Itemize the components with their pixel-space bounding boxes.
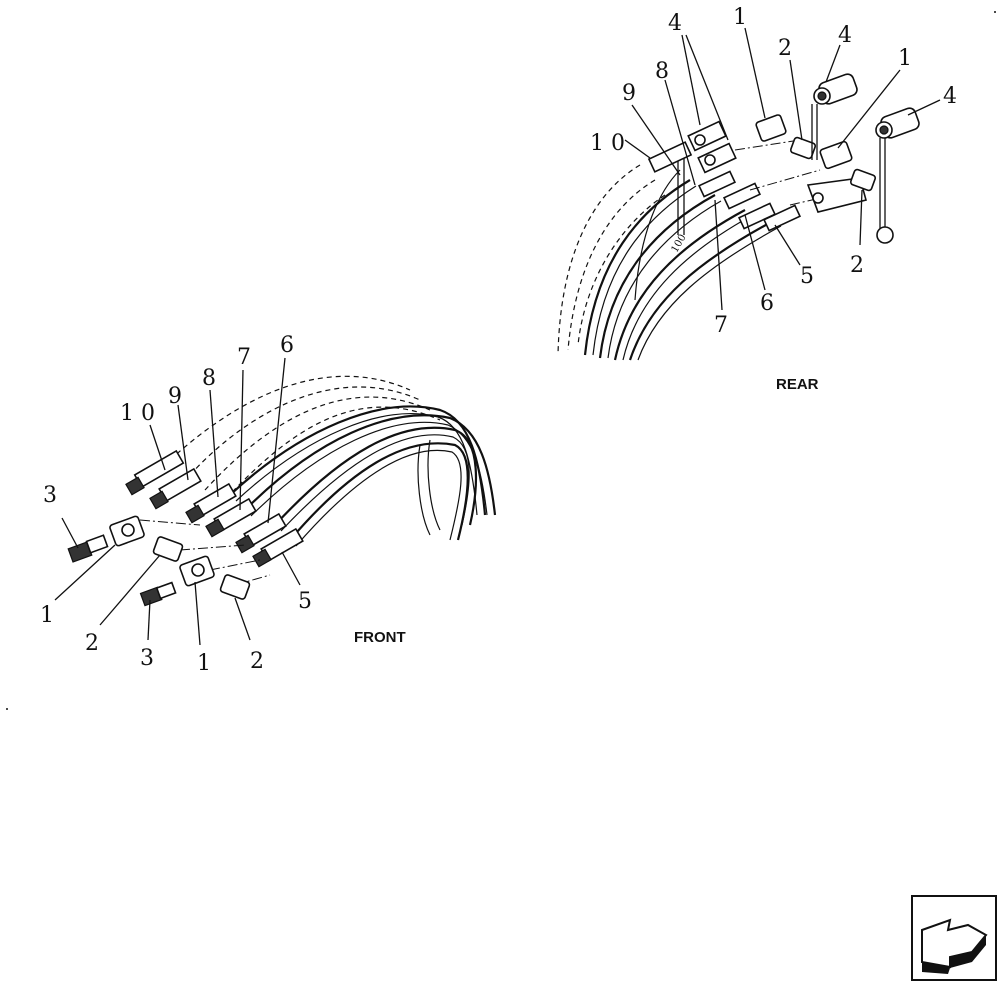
rear-hose-6 xyxy=(613,209,746,361)
hose-end-7 xyxy=(205,497,257,538)
rear-caption: REAR xyxy=(776,376,819,393)
rear-fitting-2-upper xyxy=(789,136,817,160)
rear-fitting-4-top xyxy=(813,73,858,105)
rear-callout-1-b: 1 xyxy=(898,46,912,71)
rear-callout-4-a: 4 xyxy=(668,11,682,36)
rear-fitting-2-lower xyxy=(849,168,877,192)
rear-hose-end-10 xyxy=(647,141,693,173)
rear-callout-1-a: 1 xyxy=(733,5,747,30)
rear-hose-end-5a xyxy=(737,202,777,230)
front-callout-6: 6 xyxy=(280,333,294,358)
front-callout-3-lower: 3 xyxy=(140,646,154,671)
front-callout-10: 1 0 xyxy=(120,401,155,426)
rear-callout-5: 5 xyxy=(800,264,814,289)
fitting-1-lower xyxy=(179,555,215,587)
rear-view: 100 xyxy=(557,5,957,393)
hose-5 xyxy=(289,442,469,541)
rear-callout-7: 7 xyxy=(714,313,728,338)
rear-callout-8: 8 xyxy=(655,59,669,84)
rear-callout-4-c: 4 xyxy=(943,84,957,109)
rear-hose-8 xyxy=(583,179,691,356)
rear-hose-5 xyxy=(628,219,776,361)
back-arrow-icon[interactable] xyxy=(911,895,997,981)
fitting-2-upper xyxy=(152,536,184,562)
rear-callout-2-a: 2 xyxy=(778,36,792,61)
rear-hose-end-7 xyxy=(697,170,737,198)
fitting-3-upper xyxy=(67,534,109,563)
rear-hose-end-9 xyxy=(687,120,727,152)
rear-callout-4-b: 4 xyxy=(838,23,852,48)
fitting-3-lower xyxy=(139,581,177,607)
fitting-2-lower xyxy=(219,574,251,600)
rear-fitting-1-lower xyxy=(819,140,853,170)
front-callout-2-lower: 2 xyxy=(250,649,264,674)
rear-callout-9: 9 xyxy=(622,81,636,106)
front-callout-1-lower: 1 xyxy=(197,651,211,676)
rear-callout-10: 1 0 xyxy=(590,131,625,156)
rear-hose-end-6 xyxy=(722,182,762,210)
fitting-1-upper xyxy=(109,515,145,547)
front-callout-8: 8 xyxy=(202,366,216,391)
rear-callout-6: 6 xyxy=(760,291,774,316)
rear-fitting-4-right xyxy=(875,107,920,139)
rear-hose-end-8 xyxy=(697,142,737,174)
hose-end-9 xyxy=(149,467,202,510)
hose-6 xyxy=(274,426,477,526)
front-view: 1 0 9 8 7 6 5 3 1 2 3 1 2 FRONT xyxy=(40,333,497,676)
front-callout-5: 5 xyxy=(298,589,312,614)
front-callout-1-upper: 1 xyxy=(40,603,54,628)
rear-fitting-1-upper xyxy=(755,114,787,142)
hose-end-8 xyxy=(185,482,237,524)
front-callout-2-upper: 2 xyxy=(85,631,99,656)
rear-mounting-bracket xyxy=(806,177,867,213)
front-callout-9: 9 xyxy=(168,384,182,409)
hose-7 xyxy=(244,414,497,516)
front-callout-7: 7 xyxy=(237,345,251,370)
hose-end-6 xyxy=(235,512,287,554)
rear-hose-end-5b xyxy=(762,204,802,232)
front-caption: FRONT xyxy=(354,629,406,646)
hose-end-5 xyxy=(252,527,304,568)
rear-callout-2-b: 2 xyxy=(850,253,864,278)
hose-end-10 xyxy=(125,449,185,496)
front-callout-3-upper: 3 xyxy=(43,483,57,508)
